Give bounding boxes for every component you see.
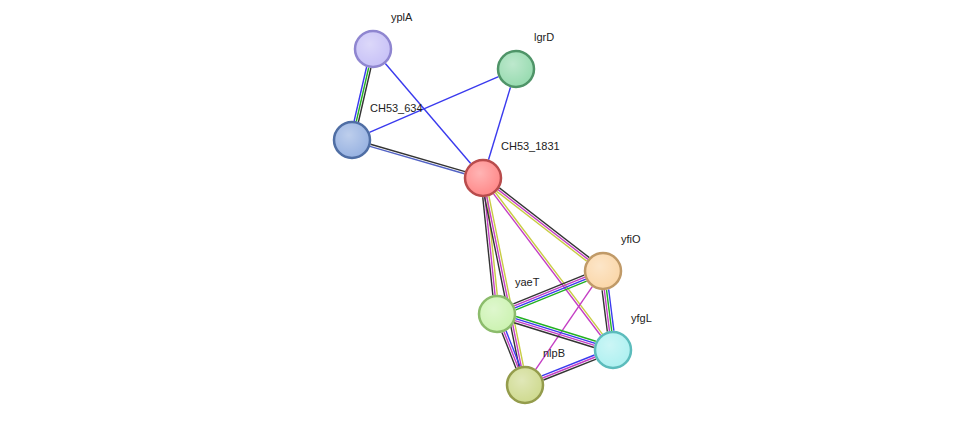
protein-node: yfiO [583, 251, 623, 291]
evidence-line [356, 68, 368, 122]
evidence-line [354, 67, 366, 121]
interaction-edge [354, 67, 371, 122]
evidence-line [370, 146, 465, 173]
interaction-edge [602, 289, 614, 331]
evidence-line [543, 357, 596, 378]
interaction-edge [369, 77, 498, 133]
evidence-line [369, 77, 498, 133]
protein-node: yfgL [593, 330, 633, 370]
evidence-line [371, 144, 466, 171]
protein-node: lgrD [496, 49, 536, 89]
evidence-line [504, 332, 518, 368]
node-label: yplA [391, 11, 412, 24]
evidence-line [513, 275, 584, 304]
node-circle [477, 294, 517, 334]
node-circle [593, 330, 633, 370]
evidence-line [602, 290, 607, 331]
protein-node: CH53_1831 [463, 158, 503, 198]
interaction-edge [514, 316, 596, 347]
protein-node: yplA [353, 29, 393, 69]
node-circle [496, 49, 536, 89]
evidence-line [515, 319, 595, 344]
node-label: nlpB [543, 347, 565, 360]
interaction-edge [497, 188, 590, 261]
node-circle [463, 158, 503, 198]
node-label: lgrD [534, 31, 554, 44]
evidence-line [502, 332, 516, 368]
protein-node: nlpB [505, 365, 545, 405]
evidence-line [485, 197, 519, 367]
node-circle [332, 120, 372, 160]
node-label: yaeT [515, 276, 539, 289]
interaction-edge [370, 144, 465, 174]
evidence-line [543, 359, 596, 380]
evidence-line [514, 323, 594, 348]
interaction-edge [513, 275, 586, 310]
node-label: yfiO [621, 233, 641, 246]
protein-node: yaeT [477, 294, 517, 334]
evidence-line [516, 316, 596, 341]
evidence-line [499, 188, 589, 258]
interaction-edge [502, 331, 520, 368]
evidence-line [497, 191, 587, 261]
evidence-line [515, 321, 595, 346]
node-circle [505, 365, 545, 405]
evidence-line [498, 190, 588, 260]
node-label: CH53_1831 [501, 140, 560, 153]
protein-node: CH53_634 [332, 120, 372, 160]
node-circle [353, 29, 393, 69]
node-circle [583, 251, 623, 291]
node-label: yfgL [631, 312, 652, 325]
node-label: CH53_634 [370, 102, 423, 115]
